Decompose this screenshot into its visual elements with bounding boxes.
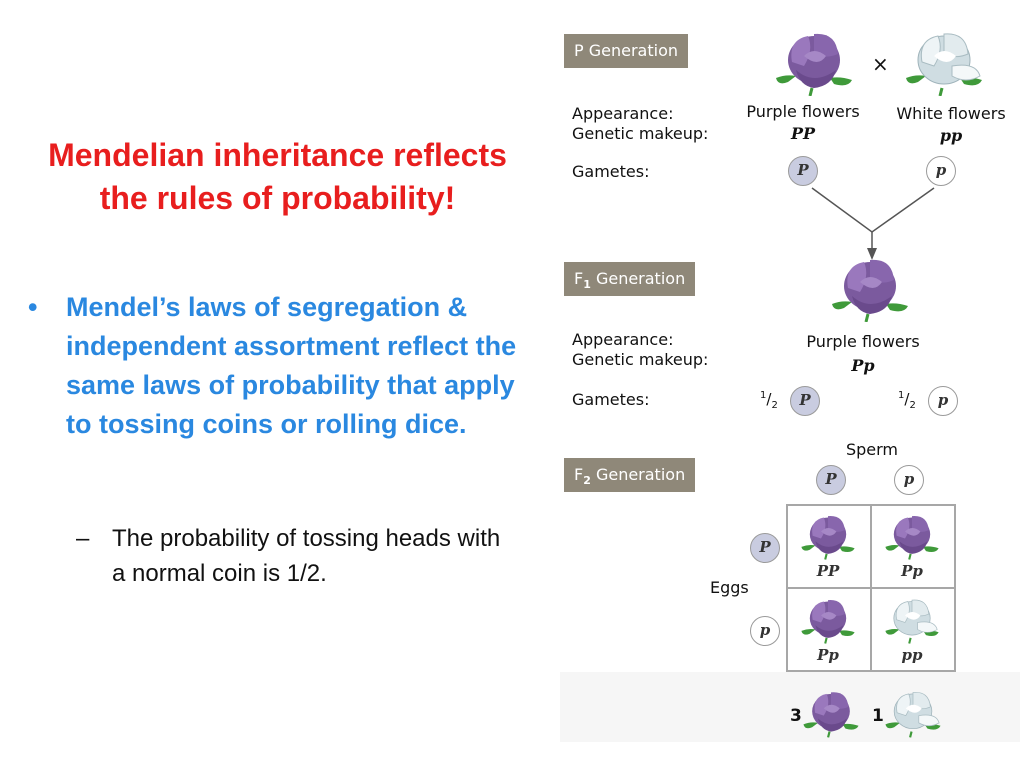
- cell-purple-flower-icon: [800, 594, 856, 644]
- ratio-white-count: 1: [872, 706, 884, 726]
- cross-arrow: [811, 187, 935, 260]
- p-genetic-label: Genetic makeup:: [572, 124, 709, 143]
- p-gamete-dominant: P: [788, 156, 818, 186]
- cell-genotype: PP: [816, 562, 840, 580]
- f1-gametes-label: Gametes:: [572, 390, 650, 409]
- sub-bullet-point: – The probability of tossing heads with …: [76, 521, 516, 591]
- f1-purple-flower-icon: [830, 252, 910, 322]
- f1-fraction-right: 1/2: [898, 390, 916, 411]
- f1-gamete-recessive: p: [928, 386, 958, 416]
- sperm-gamete-dominant: P: [816, 465, 846, 495]
- f2-label-letter: F: [574, 465, 584, 484]
- cell-white-flower-icon: [884, 594, 940, 644]
- cell-genotype: pp: [901, 646, 923, 664]
- f1-generation-label: F1 Generation: [564, 262, 696, 296]
- f2-label-rest: Generation: [590, 465, 686, 484]
- frac-den-right: 2: [909, 400, 916, 411]
- cell-genotype: Pp: [901, 562, 923, 580]
- p-gamete-recessive: p: [926, 156, 956, 186]
- p-generation-label: P Generation: [564, 34, 688, 68]
- purple-flower-icon: [774, 26, 854, 96]
- bullet-marker: •: [28, 292, 38, 322]
- ratio-white-flower-icon: [884, 686, 942, 738]
- f2-label-sub: 2: [583, 474, 591, 488]
- ratio-background: [560, 672, 1020, 742]
- f1-appearance-label: Appearance:: [572, 330, 674, 349]
- f2-generation-label: F2 Generation: [564, 458, 696, 492]
- p-gametes-label: Gametes:: [572, 162, 650, 181]
- frac-num-right: 1: [898, 390, 905, 401]
- egg-gamete-recessive: p: [750, 616, 780, 646]
- egg-gamete-dominant: P: [750, 533, 780, 563]
- parent2-appearance: White flowers: [896, 104, 1006, 123]
- sperm-gamete-recessive: p: [894, 465, 924, 495]
- f1-label-rest: Generation: [590, 269, 686, 288]
- parent1-appearance: Purple flowers: [746, 102, 860, 121]
- punnett-divider-horizontal: [786, 587, 956, 589]
- frac-num-left: 1: [760, 390, 767, 401]
- ratio-purple-count: 3: [790, 706, 802, 726]
- white-flower-icon: [904, 26, 984, 96]
- f1-fraction-left: 1/2: [760, 390, 778, 411]
- f1-genetic-label: Genetic makeup:: [572, 350, 709, 369]
- cell-purple-flower-icon: [884, 510, 940, 560]
- p-appearance-label: Appearance:: [572, 104, 674, 123]
- cell-genotype: Pp: [817, 646, 839, 664]
- inheritance-diagram: P Generation × Appearance: Genetic makeu…: [560, 26, 1020, 742]
- eggs-label: Eggs: [710, 578, 749, 597]
- f1-genotype: Pp: [851, 356, 875, 375]
- f1-label-letter: F: [574, 269, 584, 288]
- sperm-label: Sperm: [845, 440, 899, 459]
- sub-bullet-text: The probability of tossing heads with a …: [112, 525, 501, 587]
- parent2-genotype: pp: [939, 126, 963, 145]
- cell-purple-flower-icon: [800, 510, 856, 560]
- parent1-genotype: PP: [790, 124, 816, 143]
- frac-den-left: 2: [771, 400, 778, 411]
- bullet-text: Mendel’s laws of segregation & independe…: [66, 292, 517, 439]
- cross-symbol: ×: [872, 52, 889, 76]
- f1-label-sub: 1: [583, 278, 591, 292]
- slide-title: Mendelian inheritance reflects the rules…: [48, 137, 507, 216]
- sub-bullet-marker: –: [76, 525, 90, 552]
- bullet-point: • Mendel’s laws of segregation & indepen…: [28, 288, 528, 444]
- f1-appearance: Purple flowers: [806, 332, 920, 351]
- f1-gamete-dominant: P: [790, 386, 820, 416]
- ratio-purple-flower-icon: [802, 686, 860, 738]
